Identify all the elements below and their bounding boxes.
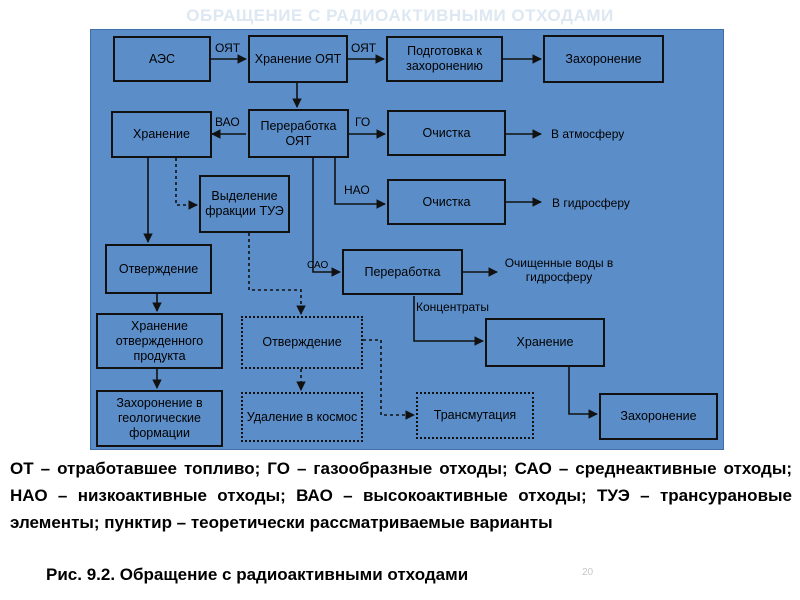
node-transmutation: Трансмутация: [416, 392, 534, 439]
label-purified-water: Очищенные воды в гидросферу: [504, 256, 614, 284]
connector-layer: [143, 54, 598, 420]
node-storage-left: Хранение: [111, 111, 212, 158]
node-tue-extraction: Выделение фракции ТУЭ: [199, 175, 290, 233]
node-space-removal: Удаление в космос: [241, 392, 363, 442]
edge-label-nao: НАО: [344, 183, 370, 197]
node-aes: АЭС: [113, 36, 211, 82]
edge-solidification-transmutation: [363, 339, 415, 420]
edge-reprocessing-storage-right: [413, 296, 484, 346]
slide-number: 20: [582, 567, 594, 578]
node-storage-snf: Хранение ОЯТ: [248, 35, 348, 83]
waste-management-diagram: АЭС Хранение ОЯТ Подготовка к захоронени…: [90, 29, 724, 450]
node-disposal-top: Захоронение: [543, 35, 664, 83]
label-to-hydrosphere: В гидросферу: [552, 196, 630, 210]
legend-text: ОТ – отработавшее топливо; ГО – газообра…: [10, 459, 792, 532]
edge-storage-left-tue: [175, 158, 198, 210]
node-reprocessing: Переработка: [342, 249, 463, 295]
edge-label-ot-2: ОЯТ: [351, 41, 377, 55]
node-prep-disposal: Подготовка к захоронению: [386, 36, 503, 82]
node-storage-solidified: Хранение отвержденного продукта: [96, 313, 223, 369]
edge-reprocessing-cleaning-liquid: [334, 158, 386, 209]
edge-label-ot-1: ОЯТ: [215, 41, 241, 55]
edge-storage-right-disposal: [568, 367, 598, 419]
edge-label-go: ГО: [355, 115, 371, 129]
node-cleaning-gas: Очистка: [387, 110, 506, 156]
edge-label-vao: ВАО: [215, 115, 240, 129]
node-solidification-dotted: Отверждение: [241, 316, 363, 369]
edge-label-sao: САО: [307, 260, 329, 271]
label-to-atmosphere: В атмосферу: [551, 127, 625, 141]
node-reprocessing-snf: Переработка ОЯТ: [248, 109, 349, 158]
node-cleaning-liquid: Очистка: [387, 179, 506, 225]
node-solidification-left: Отверждение: [105, 244, 212, 294]
node-storage-right: Хранение: [485, 318, 605, 367]
slide-title: ОБРАЩЕНИЕ С РАДИОАКТИВНЫМИ ОТХОДАМИ: [186, 6, 614, 25]
edge-label-concentrates: Концентраты: [416, 300, 490, 314]
edge-reprocessing-reprocessing: [312, 158, 341, 277]
node-disposal-bottom: Захоронение: [599, 393, 718, 440]
edge-tue-solidification: [248, 233, 306, 315]
figure-caption: Рис. 9.2. Обращение с радиоактивными отх…: [46, 565, 469, 584]
node-geo-disposal: Захоронение в геологические формации: [96, 390, 223, 447]
